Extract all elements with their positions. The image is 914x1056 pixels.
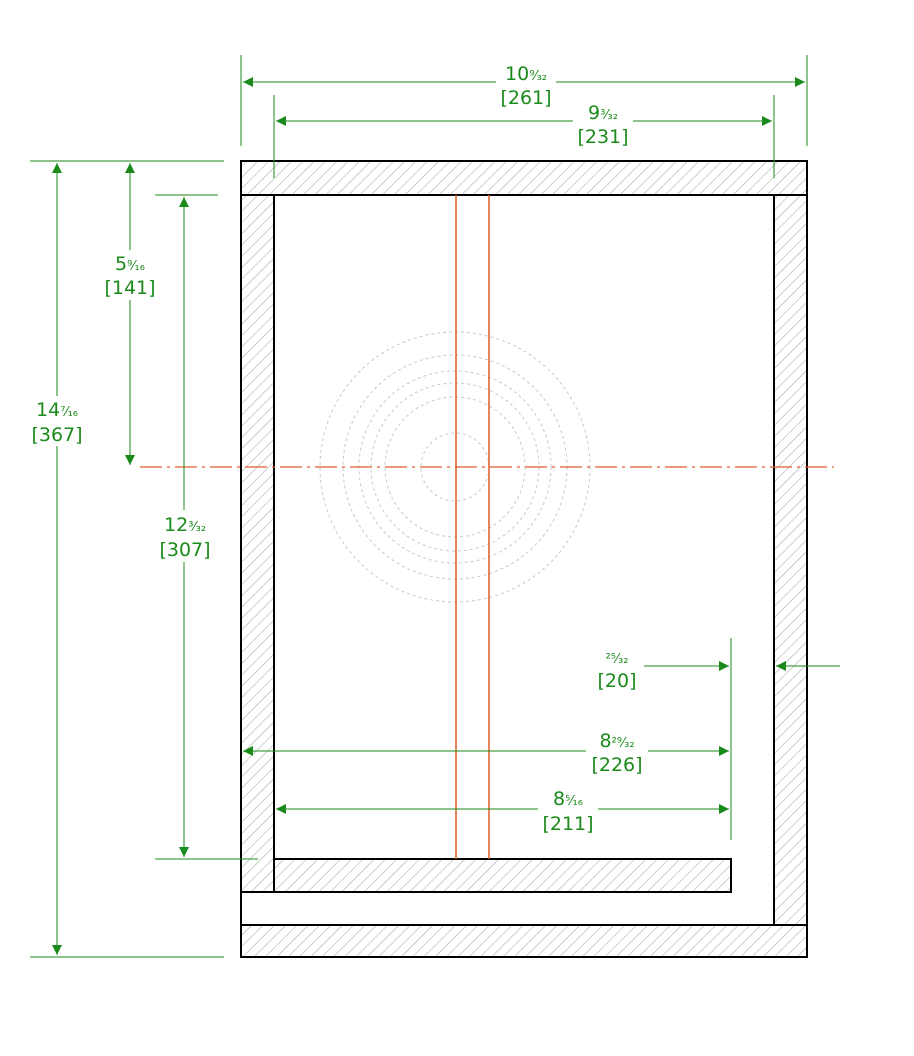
port-shelf [273,858,732,893]
bottom-panel [240,924,808,958]
enclosure-panels [240,160,808,958]
top-panel [240,160,808,196]
left-panel [240,194,275,893]
dim-inner-width-label: 9³⁄₃₂ [588,102,618,124]
dim-port-gap-metric: [20] [597,670,636,692]
dim-inner-width-metric: [231] [577,126,628,148]
brace [455,195,490,859]
dim-driver-center-label: 5⁹⁄₁₆ [115,253,145,275]
dim-inner-height-metric: [307] [159,539,210,561]
dim-overall-height-label: 14⁷⁄₁₆ [36,399,78,421]
dim-driver-center-metric: [141] [104,277,155,299]
dim-overall-width-metric: [261] [500,87,551,109]
dim-shelf-outer-label: 8²⁹⁄₃₂ [599,730,634,752]
dim-inner-height-label: 12³⁄₃₂ [164,514,206,536]
dim-shelf-inner-label: 8⁵⁄₁₆ [553,788,583,810]
dimension-labels: 10⁹⁄₃₂ [261] 9³⁄₃₂ [231] 14⁷⁄₁₆ [367] 5⁹… [26,62,648,835]
dim-port-gap-label: ²⁵⁄₃₂ [605,652,628,667]
right-panel [773,194,808,926]
dim-shelf-inner-metric: [211] [542,813,593,835]
extension-lines [30,55,808,958]
dim-overall-width-label: 10⁹⁄₃₂ [505,63,547,85]
dim-overall-height-metric: [367] [31,424,82,446]
dim-shelf-outer-metric: [226] [591,754,642,776]
